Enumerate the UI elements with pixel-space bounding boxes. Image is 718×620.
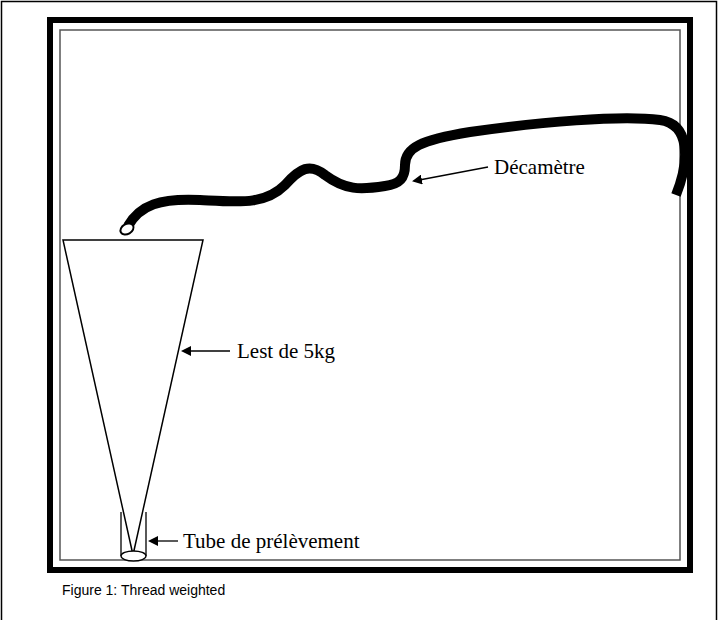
leader-arrow bbox=[150, 540, 178, 541]
tube-opening bbox=[121, 551, 146, 561]
leader-arrow bbox=[414, 167, 488, 181]
frame-inner bbox=[60, 30, 680, 560]
part-label: Décamètre bbox=[494, 156, 585, 179]
weight-cone bbox=[63, 240, 203, 555]
leader-arrow bbox=[183, 350, 230, 351]
figure-caption: Figure 1: Thread weighted bbox=[62, 582, 225, 599]
part-label: Tube de prélèvement bbox=[183, 530, 360, 553]
cable-end bbox=[118, 221, 135, 237]
sampling-tube bbox=[121, 512, 146, 556]
tape-cable bbox=[128, 118, 685, 226]
part-label: Lest de 5kg bbox=[237, 340, 335, 363]
frame-outer bbox=[50, 20, 690, 570]
